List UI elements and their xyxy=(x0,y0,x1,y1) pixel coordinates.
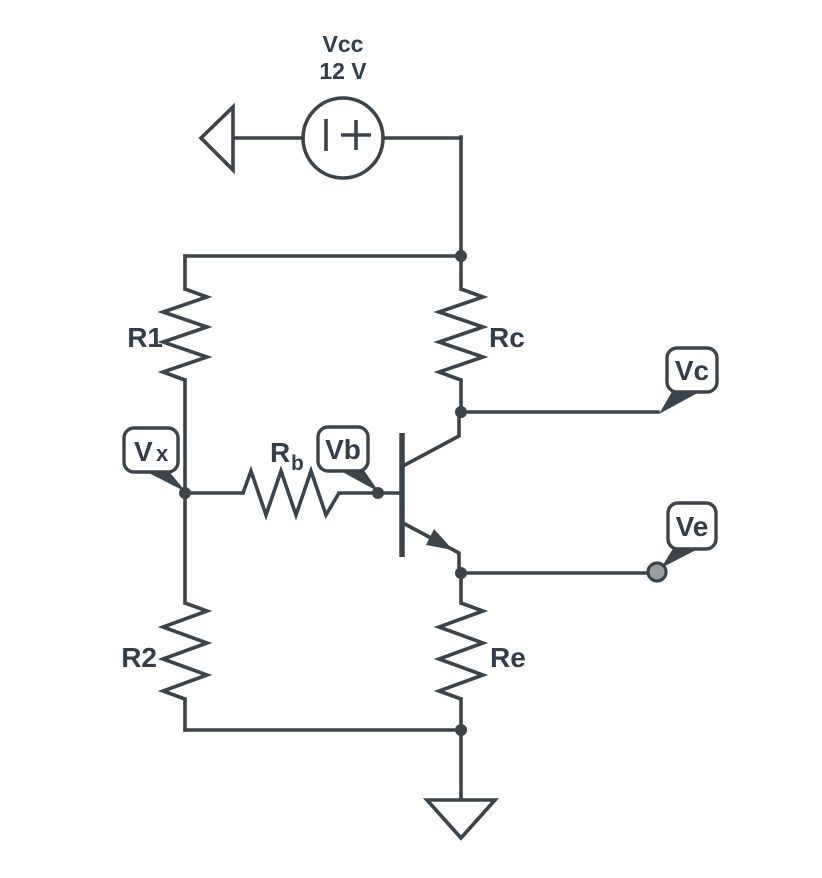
junction-dot xyxy=(179,487,191,499)
transistor-emitter-lead xyxy=(402,521,461,573)
probe-ve-terminal[interactable] xyxy=(646,561,668,583)
probe-ve[interactable]: Ve xyxy=(646,501,718,583)
junction-dot xyxy=(455,724,467,736)
probe-vb[interactable]: Vb xyxy=(316,425,379,492)
probe-vx-box[interactable] xyxy=(122,426,180,474)
transistor-npn-icon xyxy=(399,414,461,573)
resistor-r1 xyxy=(157,287,213,382)
junction-dot xyxy=(455,250,467,262)
vcc-voltage: 12 V xyxy=(319,58,367,84)
probe-vc[interactable]: Vc xyxy=(659,346,719,414)
r1-label: R1 xyxy=(127,322,163,353)
probe-ve-box[interactable] xyxy=(666,501,718,551)
voltage-source-icon xyxy=(301,96,385,180)
ground-icon xyxy=(422,798,500,841)
probe-ve-label: Ve xyxy=(676,511,709,542)
probe-vx-label: V xyxy=(134,436,153,467)
probe-vc-box[interactable] xyxy=(665,346,719,394)
resistor-r2 xyxy=(157,601,213,701)
rc-label: Rc xyxy=(489,322,525,353)
transistor-collector-lead xyxy=(402,414,461,468)
emitter-arrow-icon xyxy=(426,529,453,550)
voltage-source-circle xyxy=(301,96,385,180)
probe-vb-label: Vb xyxy=(325,434,361,465)
probe-vx[interactable]: V x xyxy=(122,426,186,492)
probe-vc-label: Vc xyxy=(675,355,709,386)
resistor-rb xyxy=(241,465,341,521)
probe-vx-tail xyxy=(141,469,186,492)
junction-dot xyxy=(455,567,467,579)
probe-vb-box[interactable] xyxy=(316,425,370,473)
r2-label: R2 xyxy=(121,642,157,673)
resistor-re xyxy=(433,601,489,701)
wires xyxy=(183,135,660,802)
probe-ve-tail xyxy=(661,547,700,568)
vcc-label: Vcc xyxy=(323,31,364,57)
re-label: Re xyxy=(490,642,526,673)
off-page-arrow-icon xyxy=(198,102,235,175)
probe-vb-tail xyxy=(337,469,379,492)
junction-dot xyxy=(455,406,467,418)
junction-dot xyxy=(372,487,384,499)
probe-vx-label-sub: x xyxy=(156,441,169,466)
probe-vc-tail xyxy=(659,390,703,414)
rb-label-main: R xyxy=(270,437,290,468)
rb-label-sub: b xyxy=(291,452,304,475)
resistor-rc xyxy=(433,287,489,382)
